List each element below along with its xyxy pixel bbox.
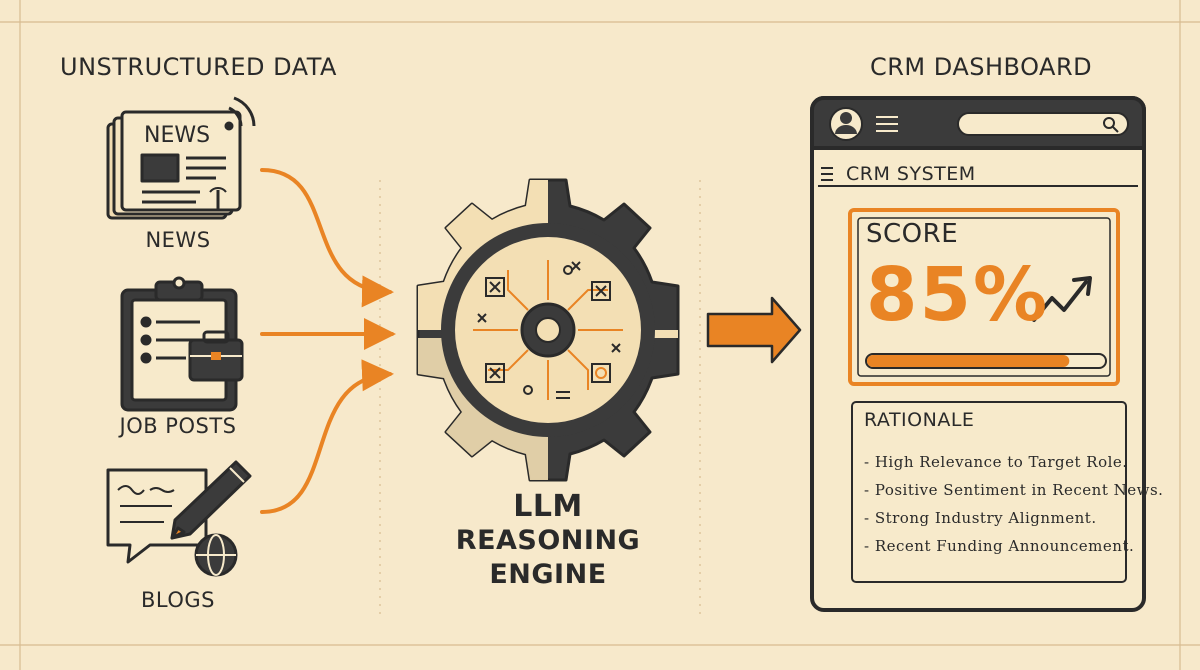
clipboard-briefcase-icon [120, 276, 244, 412]
newspaper-icon-text: NEWS [144, 123, 210, 148]
score-card [848, 208, 1120, 386]
right-section-title: CRM DASHBOARD [870, 53, 1093, 81]
circuit-pattern [473, 260, 623, 400]
source-label-job-posts: JOB POSTS [119, 414, 237, 438]
source-label-news: NEWS [145, 228, 211, 252]
input-arrows [260, 168, 396, 514]
engine-label-line-2: REASONING [455, 525, 641, 556]
engine-label-line-1: LLM [513, 489, 583, 524]
rationale-title: RATIONALE [864, 409, 975, 431]
rationale-item: - Positive Sentiment in Recent News. [864, 481, 1164, 499]
arrow-blogs-to-engine [260, 359, 394, 514]
score-progress-bar [865, 353, 1107, 369]
rationale-item: - Recent Funding Announcement. [864, 537, 1135, 555]
crm-system-label: CRM SYSTEM [846, 163, 976, 185]
arrow-news-to-engine [260, 168, 394, 308]
rationale-item: - High Relevance to Target Role. [864, 453, 1128, 471]
score-title: SCORE [866, 219, 959, 249]
engine-label: LLM REASONING ENGINE [418, 490, 678, 592]
search-input[interactable] [957, 112, 1129, 136]
trend-up-icon [1032, 276, 1092, 322]
menu-icon [821, 167, 833, 181]
hamburger-menu-icon[interactable] [876, 116, 898, 132]
rationale-card [851, 401, 1127, 583]
left-section-title: UNSTRUCTURED DATA [60, 53, 337, 81]
engine-label-line-3: ENGINE [489, 559, 607, 590]
avatar-icon [829, 107, 863, 141]
pen-paper-globe-icon [106, 460, 252, 577]
rationale-item: - Strong Industry Alignment. [864, 509, 1097, 527]
source-label-blogs: BLOGS [141, 588, 215, 612]
gear-circuit-icon [416, 178, 680, 482]
score-value: 85% [866, 252, 1050, 338]
output-arrow [706, 296, 802, 364]
score-progress-fill [867, 355, 1070, 367]
search-icon[interactable] [1103, 117, 1119, 133]
newspaper-icon [106, 96, 256, 220]
